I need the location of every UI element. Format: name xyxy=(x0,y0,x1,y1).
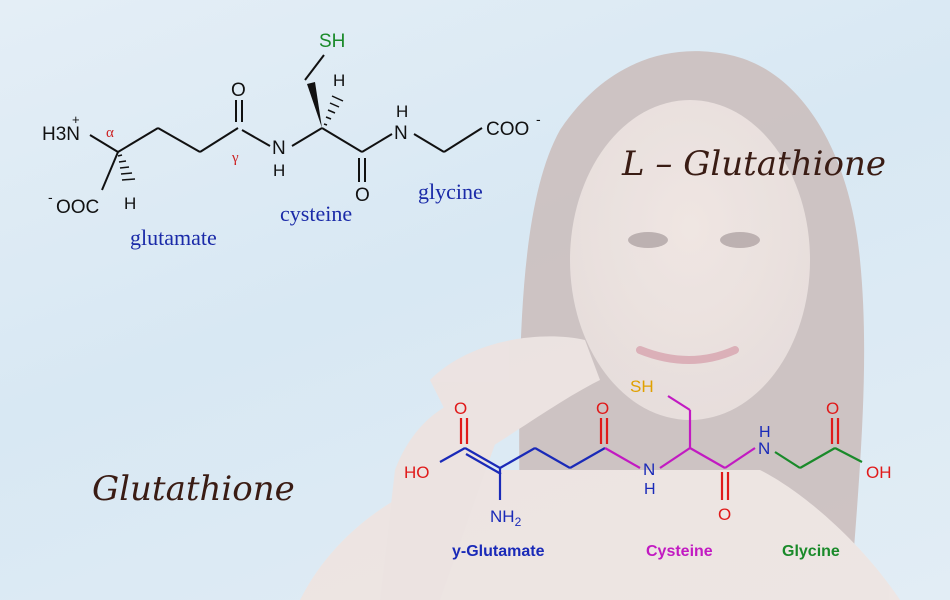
thiol-group-top: SH xyxy=(319,31,345,52)
amide-hydrogen-1: H xyxy=(273,161,285,180)
hydroxyl-glycine: OH xyxy=(866,463,892,482)
amide-nitrogen-right: N xyxy=(758,439,770,458)
glycine-bonds xyxy=(774,447,863,469)
glutamate-label: glutamate xyxy=(130,225,217,250)
alpha-label: α xyxy=(106,125,114,141)
carboxylate-charge-glutamate: - xyxy=(48,189,53,205)
amide-hydrogen-mid: H xyxy=(644,481,656,498)
cysteine-label-bottom: Cysteine xyxy=(646,543,713,560)
hash-bond-alpha xyxy=(117,154,136,181)
oxygen-cysteine-carbonyl: O xyxy=(718,505,731,524)
top-glutathione-structure: H3N + α γ O N H SH H O N H COO - - OOC H… xyxy=(42,31,541,250)
amide-nitrogen-2: N xyxy=(394,123,408,144)
portrait-photo xyxy=(300,51,900,600)
amide-hydrogen-right: H xyxy=(759,424,771,441)
carboxylate-glutamate: OOC xyxy=(56,197,99,218)
cysteine-bonds xyxy=(604,395,756,469)
carboxylate-charge-glycine: - xyxy=(536,111,541,127)
oxygen-gamma-carbonyl: O xyxy=(596,399,609,418)
top-bonds xyxy=(89,54,483,191)
glycine-label-bottom: Glycine xyxy=(782,543,840,560)
y-glutamate-label: y-Glutamate xyxy=(452,543,545,560)
glutamate-bonds xyxy=(439,447,606,500)
carbonyl-bond-glycine xyxy=(830,418,840,444)
amide-nitrogen-1: N xyxy=(272,138,286,159)
thiol-group-bottom: SH xyxy=(630,377,654,396)
ammonium-charge: + xyxy=(72,112,80,127)
carbonyl-bond-cysteine xyxy=(720,472,730,500)
carbonyl-oxygen-1: O xyxy=(231,80,246,101)
hydroxyl-glutamate: HO xyxy=(404,463,430,482)
cysteine-hydrogen: H xyxy=(333,71,345,90)
glycine-label-top: glycine xyxy=(418,179,483,204)
cysteine-label-top: cysteine xyxy=(280,201,352,226)
bottom-glutathione-structure: O HO NH2 O N H SH O N H O OH y-Glutamate… xyxy=(404,377,892,560)
glutathione-title: Glutathione xyxy=(92,469,295,509)
amino-group: NH2 xyxy=(490,507,522,529)
alpha-hydrogen: H xyxy=(124,194,136,213)
carbonyl-oxygen-2: O xyxy=(355,185,370,206)
carbonyl-bonds-left xyxy=(459,418,609,444)
amide-hydrogen-2: H xyxy=(396,102,408,121)
oxygen-glutamate-carboxyl: O xyxy=(454,399,467,418)
hash-bond-cysteine xyxy=(323,95,344,126)
l-glutathione-title: L – Glutathione xyxy=(621,144,886,184)
carboxylate-glycine: COO xyxy=(486,119,529,140)
gamma-label: γ xyxy=(231,150,239,166)
amide-nitrogen-mid: N xyxy=(643,460,655,479)
wedge-bond-cysteine xyxy=(307,82,322,128)
h3n-group: H3N xyxy=(42,124,80,145)
oxygen-glycine-carbonyl: O xyxy=(826,399,839,418)
